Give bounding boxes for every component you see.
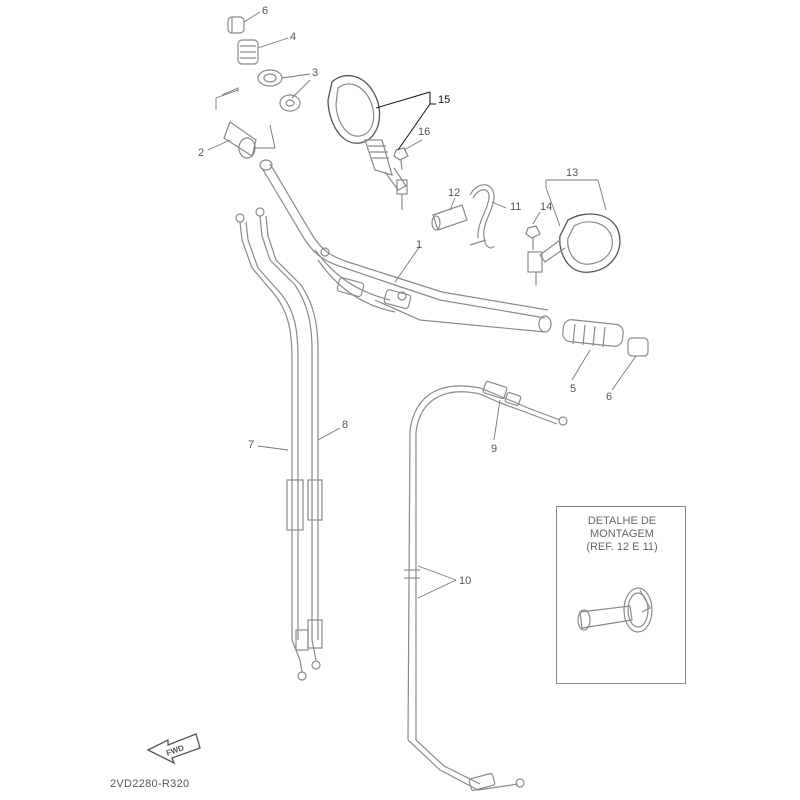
callout-13: 13 <box>566 167 578 179</box>
callout-6-top: 6 <box>262 5 268 17</box>
part-13-mirror-right <box>527 213 621 285</box>
callout-3: 3 <box>312 67 318 79</box>
part-3-washer <box>279 94 301 112</box>
detail-title-line-3: (REF. 12 E 11) <box>586 541 658 553</box>
callout-14: 14 <box>540 201 552 213</box>
fwd-arrow <box>146 733 201 765</box>
callout-10: 10 <box>459 575 471 587</box>
part-7-cable <box>235 213 309 681</box>
part-4-weight <box>237 39 259 65</box>
part-1-handlebar <box>259 159 552 333</box>
drawing-code: 2VD2280-R320 <box>110 778 190 790</box>
part-16-nut <box>393 147 409 171</box>
detail-title-line-1: DETALHE DE <box>587 515 657 527</box>
leader-lines <box>207 11 637 599</box>
part-14-nut <box>525 225 541 250</box>
callout-1: 1 <box>416 239 422 251</box>
part-6-bar-end-left <box>227 16 245 34</box>
part-4-collar <box>257 69 283 87</box>
part-2-throttle-grip <box>215 87 276 159</box>
callout-16: 16 <box>418 126 430 138</box>
callout-4: 4 <box>290 31 296 43</box>
part-11-cable-clamp <box>469 184 495 249</box>
callout-5: 5 <box>570 383 576 395</box>
callout-2: 2 <box>198 147 204 159</box>
detail-box: DETALHE DE MONTAGEM (REF. 12 E 11) <box>556 506 686 684</box>
callout-labels: 6 4 3 2 15 16 13 12 11 14 1 5 6 7 8 9 10… <box>165 5 612 758</box>
part-6-bar-end-right <box>627 337 649 357</box>
detail-illustration <box>577 587 653 633</box>
callout-11: 11 <box>510 201 521 213</box>
detail-title: DETALHE DE MONTAGEM (REF. 12 E 11) <box>557 515 687 554</box>
part-9-10-clutch-cable <box>404 380 568 792</box>
leader-line-15 <box>375 91 436 151</box>
callout-12: 12 <box>448 187 460 199</box>
callout-9: 9 <box>491 443 497 455</box>
part-15-mirror-left <box>327 74 408 210</box>
callout-8: 8 <box>342 419 348 431</box>
callout-6-right: 6 <box>606 391 612 403</box>
part-12-collar <box>431 204 468 231</box>
part-8-cable <box>255 207 323 670</box>
part-5-grip-right <box>562 319 624 348</box>
callout-15: 15 <box>438 94 450 106</box>
callout-7: 7 <box>248 439 254 451</box>
detail-title-line-2: MONTAGEM <box>590 528 654 540</box>
